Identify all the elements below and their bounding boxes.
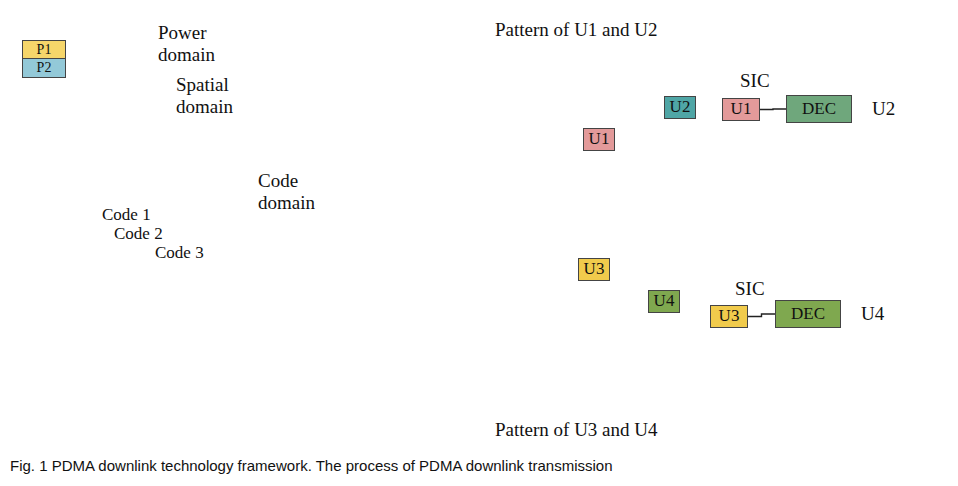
decoder-box: DEC	[775, 300, 841, 328]
power-axes-part	[18, 87, 76, 88]
region-heading: Pattern of U1 and U2	[495, 20, 658, 41]
radio-waves	[345, 249, 435, 311]
user-terminal: U4	[648, 290, 680, 313]
sic-stage-box: U1	[722, 98, 760, 121]
region-ellipse	[491, 223, 947, 406]
pattern-grids-part	[492, 372, 550, 400]
code-bars-part	[8, 208, 30, 224]
sic-label: SIC	[740, 70, 770, 92]
base-station-tower-part	[369, 295, 402, 330]
base-station-tower-part	[369, 330, 420, 370]
region-heading: Pattern of U3 and U4	[495, 420, 658, 441]
code-bars-part	[62, 244, 84, 260]
figure-caption: Fig. 1 PDMA downlink technology framewor…	[10, 457, 612, 474]
user-terminal: U1	[583, 128, 615, 151]
antenna-top	[382, 270, 398, 286]
base-station-tower-part	[360, 330, 411, 370]
output-user-label: U4	[861, 303, 884, 325]
axis-label: Code domain	[258, 170, 328, 214]
pattern-assignment-arrows-part	[552, 303, 643, 378]
pattern-assignment-arrows-part	[550, 70, 659, 105]
spatial-grids-part	[331, 61, 359, 83]
user-antennas-part	[667, 72, 668, 96]
code-bars-part	[64, 226, 86, 242]
user-antennas-part	[582, 280, 583, 302]
box-label: U4	[654, 292, 675, 311]
box-label: P1	[37, 42, 52, 57]
domain-axes-part	[148, 123, 262, 190]
axis-label: Power domain	[158, 22, 228, 66]
base-station-tower-part	[347, 418, 432, 422]
base-station-tower-part	[388, 284, 392, 296]
domain-axes	[148, 22, 305, 262]
code-label: Code 2	[114, 224, 163, 244]
box-label: DEC	[791, 305, 825, 324]
axis-label: Spatial domain	[176, 74, 248, 118]
output-user-label: U2	[872, 98, 895, 120]
user-terminal: U2	[664, 96, 696, 119]
box-label: U2	[670, 98, 691, 117]
power-axes	[18, 12, 76, 88]
box-label: U3	[719, 307, 740, 326]
radio-waves-part	[422, 249, 435, 311]
base-station-tower-part	[369, 328, 410, 332]
code-bars-part	[84, 244, 106, 260]
spatial-grids-part	[275, 42, 301, 64]
code-bars-part	[42, 226, 64, 242]
pattern-grids-part	[490, 57, 548, 81]
box-label: DEC	[802, 100, 836, 119]
decoder-output-arrows	[843, 109, 869, 314]
base-station-tower	[325, 284, 455, 470]
sic-stage-box: U3	[710, 305, 748, 328]
user-pair-region: Pattern of U1 and U2U1DECU2U1	[490, 45, 940, 221]
power-level-box: P2	[22, 58, 66, 78]
code-bars-part	[30, 208, 52, 224]
power-axes-part	[17, 12, 18, 88]
connector-line	[760, 108, 786, 110]
user-antennas	[583, 72, 668, 302]
code-bars-part	[128, 244, 150, 260]
base-station-tower-part	[378, 295, 411, 330]
radio-waves-part	[365, 262, 372, 298]
code-bars-part	[86, 226, 108, 242]
base-station-tower-part	[360, 368, 421, 372]
user-antennas-part	[652, 268, 653, 290]
region-ellipse	[491, 46, 939, 220]
box-label: U1	[731, 100, 752, 119]
code-bars-part	[20, 226, 42, 242]
box-label: P2	[37, 60, 52, 75]
base-station-tower-part	[347, 370, 420, 420]
decoder-output-arrows-part	[843, 313, 858, 314]
pattern-assignment-arrows-part	[520, 84, 578, 136]
pattern-assignment-arrows-part	[520, 274, 573, 369]
spatial-grids-part	[303, 60, 328, 84]
sic-label: SIC	[735, 278, 765, 300]
user-terminal: U3	[578, 258, 610, 281]
box-label: U3	[584, 260, 605, 279]
spatial-grids-part	[275, 82, 301, 104]
spatial-grids	[275, 42, 359, 104]
base-station-tower-part	[360, 370, 433, 420]
code-label: Code 3	[155, 243, 204, 263]
code-bars-part	[106, 244, 128, 260]
region-outline	[490, 45, 940, 221]
code-bars-part	[74, 208, 96, 224]
base-station-tower-part	[335, 295, 378, 470]
box-label: U1	[589, 130, 610, 149]
radio-waves-part	[345, 249, 358, 311]
connector-line	[748, 314, 775, 317]
power-level-box: P1	[22, 40, 66, 60]
base-station-tower-part	[378, 293, 402, 297]
base-station-tower-part	[402, 295, 445, 470]
code-bars-part	[52, 208, 74, 224]
radio-waves-part	[408, 262, 415, 298]
pattern-grids	[490, 57, 550, 400]
decoder-output-arrows-part	[854, 108, 869, 109]
user-antennas-part	[587, 106, 588, 128]
pattern-assignment-arrows	[520, 70, 659, 378]
domain-axes-part	[147, 22, 148, 190]
code-label: Code 1	[102, 205, 151, 225]
decoder-box: DEC	[786, 95, 852, 123]
